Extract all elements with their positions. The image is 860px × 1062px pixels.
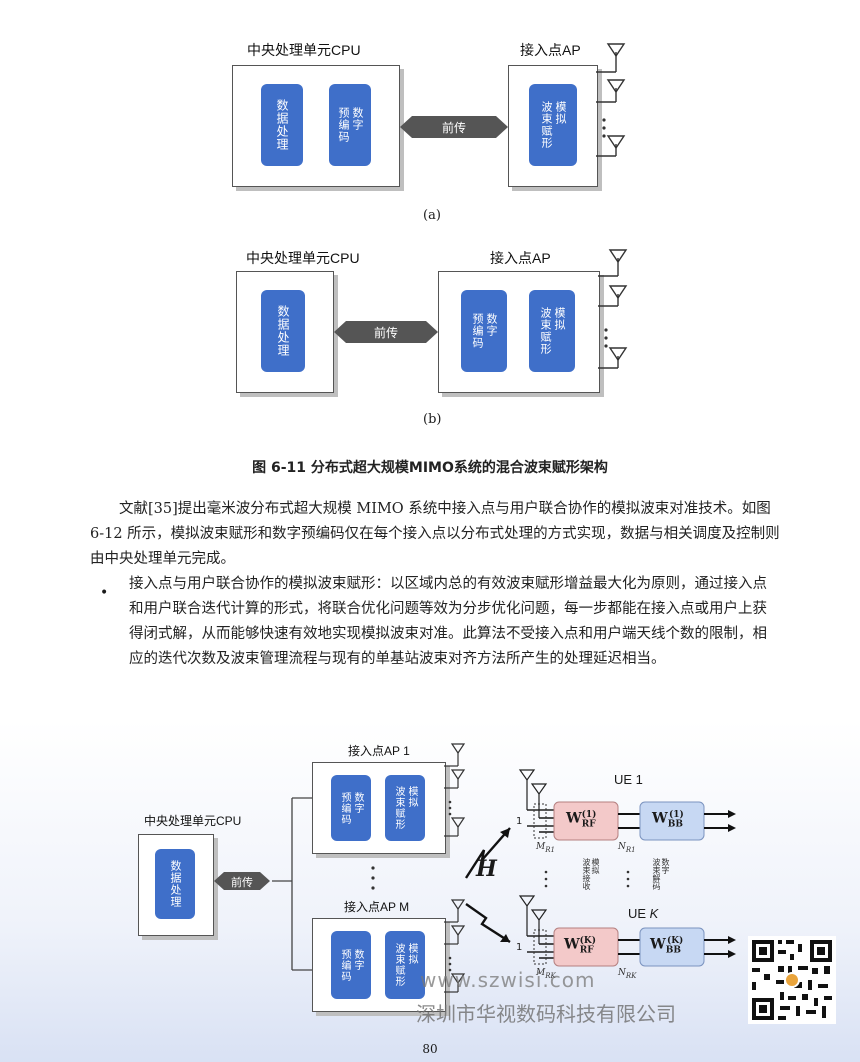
analog-beamforming-block: 模拟 波束赋形 [529,290,575,372]
cpu-label: 中央处理单元CPU [247,42,361,58]
ap-ellipsis [371,866,375,890]
antenna-array [596,43,626,157]
figure-title: 图 6-11 分布式超大规模MIMO系统的混合波束赋形架构 [252,460,608,476]
caption-b: (b) [423,412,442,427]
cpu-box: 数据处理 [236,271,334,393]
nr1-label: NR1 [618,842,636,854]
cpu-label: 中央处理单元CPU [246,250,360,266]
paragraph: 文献[35]提出毫米波分布式超大规模 MIMO 系统中接入点与用户联合协作的模拟… [90,501,780,567]
wrfk-block [553,927,619,967]
page-number: 80 [422,1042,438,1056]
antenna-index: 1 [516,942,522,953]
qr-code [748,936,836,1024]
mr1-label: MR1 [536,842,555,854]
analog-beamforming-block: 模拟 波束赋形 [385,931,425,999]
digital-precoding-block: 数字 预编码 [461,290,507,372]
mrk-label: MRK [536,968,556,980]
analog-receive-label: 模拟 波束接收 [582,858,600,890]
wrfk-label: WRF(K) [564,936,596,956]
digital-precoding-block: 数字 预编码 [331,931,371,999]
antenna-array [598,249,628,369]
ue1-chain: 1 [516,769,736,841]
wrf1-label: WRF(1) [566,810,597,830]
data-processing-block: 数据处理 [261,290,305,372]
bullet-icon: • [100,585,109,601]
fronthaul-label: 前传 [374,325,398,340]
channel-symbol: H [476,856,497,882]
data-processing-block: 数据处理 [155,849,195,919]
caption-a: (a) [423,208,441,223]
ap-label: 接入点AP [520,42,581,58]
cpu-box: 数据处理 数字 预编码 [232,65,400,187]
bullet-paragraph: 接入点与用户联合协作的模拟波束赋形：以区域内总的有效波束赋形增益最大化为原则，通… [129,576,767,667]
cpu-box: 数据处理 [138,834,214,936]
wbbk-block [639,927,705,967]
analog-beamforming-block: 模拟 波束赋形 [385,775,425,841]
fronthaul-label: 前传 [442,120,466,135]
ap1-label: 接入点AP 1 [348,744,410,758]
data-processing-block: 数据处理 [261,84,303,166]
ue-ellipsis [544,870,630,888]
wbb1-block [639,801,705,841]
fronthaul-link: 前传 [214,872,270,890]
digital-precoding-block: 数字 预编码 [331,775,371,841]
wrf1-block [553,801,619,841]
antenna-index: 1 [516,816,522,827]
fronthaul-link: 前传 [334,321,438,343]
ap-box: 模拟 波束赋形 [508,65,598,187]
channel-links [464,827,511,944]
apm-antenna-array [444,899,466,993]
apm-label: 接入点AP M [344,900,410,914]
ap-label: 接入点AP [490,250,551,266]
digital-precoding-block: 数字 预编码 [329,84,371,166]
uek-label: UE K [628,906,659,921]
analog-beamforming-block: 模拟 波束赋形 [529,84,577,166]
digital-decode-label: 数字 波束解码 [652,858,670,890]
wbb1-label: WBB(1) [652,810,684,830]
uek-chain: 1 [516,895,736,967]
ap-box: 数字 预编码 模拟 波束赋形 [438,271,600,393]
nrk-label: NRK [618,968,637,980]
watermark-url: www.szwisi.com [420,968,596,992]
cpu-label: 中央处理单元CPU [144,814,242,828]
wbbk-label: WBB(K) [650,936,684,956]
ap1-antenna-array [444,743,466,837]
apm-box: 数字 预编码 模拟 波束赋形 [312,918,446,1012]
fronthaul-branch-lines [272,797,312,971]
fronthaul-link: 前传 [400,116,508,138]
watermark-company: 深圳市华视数码科技有限公司 [416,1002,676,1026]
ue1-label: UE 1 [614,772,643,787]
ap1-box: 数字 预编码 模拟 波束赋形 [312,762,446,854]
fronthaul-label: 前传 [231,875,253,889]
